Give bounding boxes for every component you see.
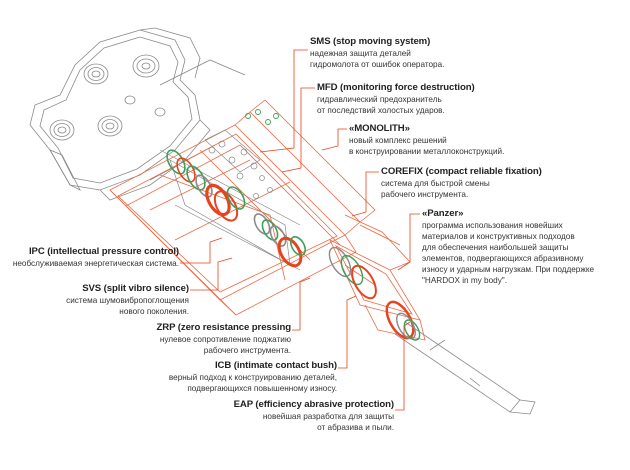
callout-zrp: ZRP (zero resistance pressing нулевое со… (157, 322, 292, 356)
eap-line-1: новейшая разработка для защиты (262, 412, 394, 421)
monolith-line-2: в конструировании металлоконструкций. (349, 147, 505, 156)
top-fittings (245, 109, 279, 125)
panzer-line-1: программа использования новейших (422, 221, 563, 230)
callout-ipc: IPC (intellectual pressure control) необ… (13, 246, 179, 269)
corefix-title: COREFIX (compact reliable fixation) (381, 166, 542, 177)
panzer-line-2: материалов и конструктивных подходов (422, 232, 575, 241)
panzer-line-3: для обеспечения наибольшей защиты (422, 243, 569, 252)
tool-chisel (394, 321, 536, 415)
ipc-line-1: необслуживаемая энергетическая система. (12, 259, 179, 268)
icb-line-2: подвергающихся повышенному износу. (187, 384, 337, 393)
corefix-line-1: система для быстрой смены (381, 179, 490, 188)
ipc-title: IPC (intellectual pressure control) (28, 246, 179, 257)
panzer-title: «Panzer» (422, 208, 464, 219)
callout-monolith: «MONOLITH» новый комплекс решений в конс… (349, 123, 504, 157)
callout-corefix: COREFIX (compact reliable fixation) сист… (381, 166, 542, 200)
callout-eap: EAP (efficiency abrasive protection) нов… (233, 399, 395, 433)
mfd-title: MFD (monitoring force destruction) (317, 82, 475, 93)
callout-panzer: «Panzer» программа использования новейши… (422, 208, 594, 286)
eap-line-2: от абразива и пыли. (317, 423, 394, 432)
icb-line-1: верный подход к конструированию деталей, (168, 373, 337, 382)
panzer-line-5: износу и ударным нагрузкам. При поддержк… (422, 265, 595, 274)
valve-parts (204, 129, 273, 199)
panzer-line-4: элементов, подвергающихся абразивному (422, 254, 584, 263)
svs-title: SVS (split vibro silence) (82, 283, 189, 294)
svs-line-2: нового поколения. (119, 307, 189, 316)
callout-icb: ICB (intimate contact bush) верный подхо… (169, 360, 337, 394)
callout-mfd: MFD (monitoring force destruction) гидра… (317, 82, 475, 116)
mounting-bracket (29, 27, 246, 201)
monolith-line-1: новый комплекс решений (349, 136, 447, 145)
corefix-line-2: рабочего инструмента. (381, 190, 469, 199)
front-bushings (328, 246, 421, 341)
zrp-title: ZRP (zero resistance pressing (156, 322, 292, 333)
monolith-title: «MONOLITH» (349, 123, 410, 134)
leader-lines (180, 49, 420, 411)
zrp-line-1: нулевое сопротивление поджатию (159, 335, 291, 344)
eap-title: EAP (efficiency abrasive protection) (233, 399, 395, 410)
icb-title: ICB (intimate contact bush) (214, 360, 337, 371)
callout-sms: SMS (stop moving system) надежная защита… (310, 36, 444, 70)
sms-line-1: надежная защита деталей (310, 49, 411, 58)
mfd-line-1: гидравлический предохранитель (317, 95, 442, 104)
bracket-pin-bores (49, 54, 166, 141)
piston-seals (166, 149, 307, 268)
mfd-line-2: от последствий холостых ударов. (317, 106, 445, 115)
callout-svs: SVS (split vibro silence) система шумови… (66, 283, 189, 317)
svs-line-1: система шумовибропоглощения (66, 296, 189, 305)
panzer-line-6: "HARDOX in my body". (422, 276, 507, 285)
sms-line-2: гидромолота от ошибок оператора. (310, 60, 445, 69)
sms-title: SMS (stop moving system) (310, 36, 431, 47)
zrp-line-2: рабочего инструмента. (203, 346, 291, 355)
